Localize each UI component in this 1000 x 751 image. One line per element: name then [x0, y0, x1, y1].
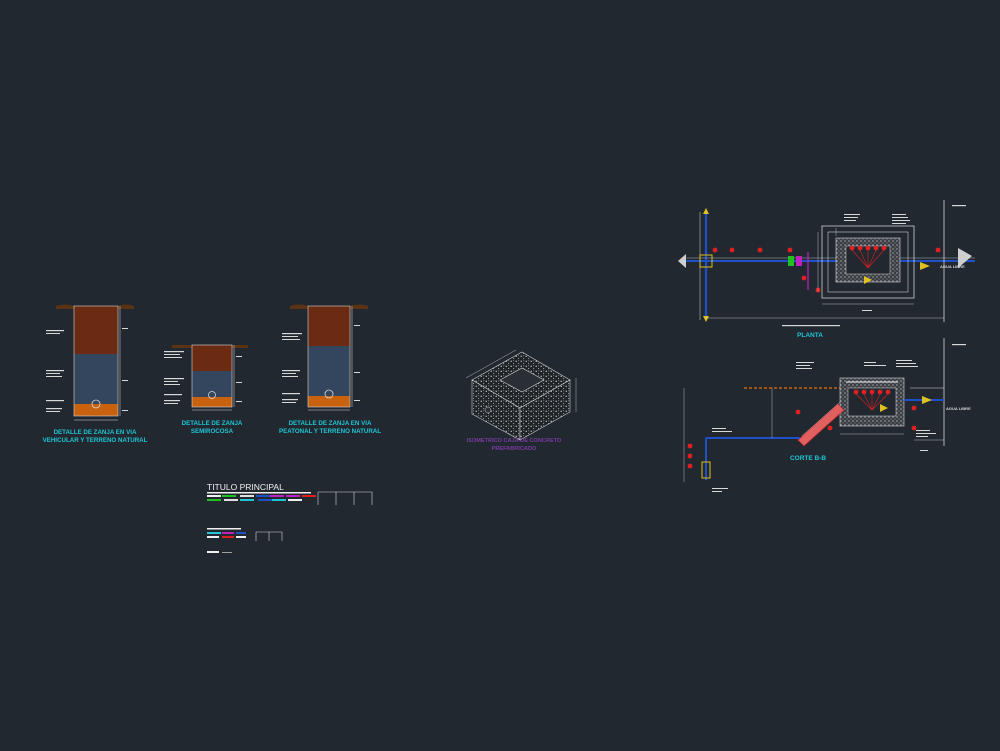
plan-annotations: [782, 214, 910, 327]
fan-lines: [851, 249, 885, 269]
caption-line-2: VEHICULAR Y TERRENO NATURAL: [43, 437, 148, 444]
flow-arrow-icon: [864, 276, 872, 284]
scale-bar-ticks: [317, 491, 373, 505]
trench-outline: [307, 305, 351, 408]
pipe-end-icon: [958, 248, 972, 268]
annotation-leaders: [46, 328, 128, 412]
box-inner-outline: [827, 231, 909, 293]
box-side-face: [519, 379, 571, 441]
sand-bed-layer: [74, 404, 118, 416]
property-limit-label: [952, 205, 966, 207]
clay-layer: [192, 345, 232, 371]
pipe-end-icon: [678, 254, 686, 268]
property-limit-label: [952, 344, 966, 346]
legend-block: TITULO PRINCIPAL: [207, 482, 373, 553]
trench-detail-pedestrian: DETALLE DE ZANJA EN VIA PEATONAL Y TERRE…: [279, 304, 381, 435]
pipe-fitting: [701, 461, 711, 479]
caption-line-1: DETALLE DE ZANJA: [182, 420, 243, 427]
caption-line-1: DETALLE DE ZANJA EN VIA: [289, 420, 372, 427]
annotation-leaders: [282, 325, 360, 403]
box-outer-outline: [821, 225, 915, 299]
section-title: CORTE B-B: [790, 455, 826, 462]
sand-bed-layer: [308, 396, 350, 407]
pipe-inlet: [484, 406, 492, 414]
trench-outline: [191, 344, 233, 408]
backfill-layer: [308, 346, 350, 396]
dimension-line: [465, 349, 517, 379]
section-annotations: [712, 360, 936, 492]
pipe-section: [208, 391, 216, 399]
valve-marker: [796, 256, 802, 266]
flow-arrow-icon: [922, 396, 932, 404]
box-opening: [499, 367, 545, 393]
clay-layer: [74, 306, 118, 354]
legend-secondary: [207, 528, 283, 553]
section-fan-lines: [855, 393, 889, 411]
title-underline: [207, 492, 311, 494]
legend-title: TITULO PRINCIPAL: [207, 482, 284, 492]
legend-swatches: [207, 495, 316, 501]
pipe-fitting: [699, 254, 713, 268]
caption-line-2: SEMIROCOSA: [191, 428, 234, 435]
section-view: AGUA LIBRE CORTE B-B: [683, 338, 971, 492]
reference-bubbles: [712, 245, 941, 293]
dimension-lines: [706, 228, 944, 319]
plan-view: AGUA LIBRE PLANTA: [678, 200, 975, 339]
agua-libre-label: AGUA LIBRE: [940, 264, 965, 269]
caption-line-2: PEATONAL Y TERRENO NATURAL: [279, 428, 381, 435]
section-dimension-lines: [683, 388, 944, 482]
flow-arrow-icon: [880, 404, 888, 412]
pipe-section: [91, 399, 101, 409]
valve-marker: [788, 256, 794, 266]
flow-arrow-icon: [703, 316, 709, 322]
inclined-pipe: [797, 401, 845, 447]
clay-layer: [308, 306, 350, 346]
trench-outline: [73, 305, 119, 417]
annotation-leaders: [164, 351, 242, 404]
isometric-concrete-box: ISOMETRICO CAJA DE CONCRETO PREFABRICADO: [465, 349, 577, 452]
plan-title: PLANTA: [797, 332, 823, 339]
caption-line-1: ISOMETRICO CAJA DE CONCRETO: [467, 438, 562, 444]
trench-detail-semirocky: DETALLE DE ZANJA SEMIROCOSA: [164, 344, 248, 435]
backfill-layer: [192, 371, 232, 397]
trench-detail-vehicular: DETALLE DE ZANJA EN VIA VEHICULAR Y TERR…: [43, 304, 148, 444]
sand-bed-layer: [192, 397, 232, 407]
caption-line-2: PREFABRICADO: [492, 446, 537, 452]
backfill-layer: [74, 354, 118, 404]
pipe-section: [324, 389, 334, 399]
agua-libre-label: AGUA LIBRE: [946, 406, 971, 411]
section-reference-bubbles: [687, 389, 917, 469]
caption-line-1: DETALLE DE ZANJA EN VIA: [54, 429, 137, 436]
flow-arrow-icon: [920, 262, 930, 270]
flow-arrow-icon: [703, 208, 709, 214]
